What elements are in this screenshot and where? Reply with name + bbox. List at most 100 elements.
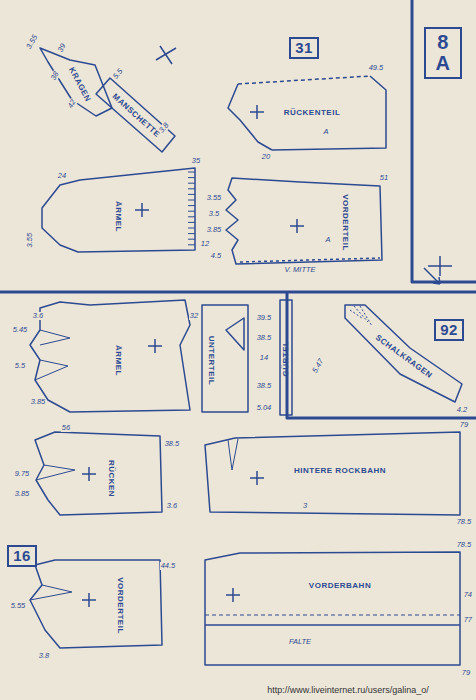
dimension-label: 5.55 xyxy=(10,602,27,610)
front-piece xyxy=(226,178,382,264)
dimension-label: 38.5 xyxy=(256,382,273,390)
pattern-piece-name: RÜCKENTEIL xyxy=(284,108,341,117)
watermark: http://www.liveinternet.ru/users/galina_… xyxy=(266,686,430,696)
dimension-label: 5.5 xyxy=(111,67,125,82)
hem-tick xyxy=(188,239,195,240)
frame-line xyxy=(0,291,476,294)
pattern-piece-name: VORDERBAHN xyxy=(309,581,371,590)
piece-label: MANSCHETTE xyxy=(110,91,161,138)
back-skirt-piece xyxy=(205,432,460,515)
dimension-label: 79 xyxy=(459,421,469,429)
sheet-number-box: 31 xyxy=(289,37,319,59)
dimension-label: 74 xyxy=(463,591,473,599)
dart-lines xyxy=(228,439,238,470)
collar-piece xyxy=(40,48,112,116)
piece-label: ÄRMEL xyxy=(113,201,122,232)
cross-mark xyxy=(428,256,452,276)
pattern-piece-name: ÄRMEL xyxy=(113,345,122,376)
dimension-label: 56 xyxy=(61,424,71,432)
dimension-label: A xyxy=(322,128,329,136)
dimension-label: 42 xyxy=(66,97,78,110)
belt-piece xyxy=(280,300,292,415)
dimension-label: 5.45 xyxy=(12,326,29,334)
front-bodice-piece xyxy=(30,560,162,648)
piece-label: ÄRMEL xyxy=(113,345,122,376)
front-piece xyxy=(240,258,380,262)
dimension-label: 51 xyxy=(379,174,389,182)
pattern-piece-name: UNTERTEIL xyxy=(207,335,216,384)
dimension-label: 12 xyxy=(200,240,210,248)
piece-label: VORDERTEIL xyxy=(341,194,350,251)
pattern-piece-name: ÄRMEL xyxy=(113,201,122,232)
hem-tick xyxy=(188,222,195,223)
hem-tick xyxy=(188,244,195,245)
piece-label: RÜCKEN xyxy=(107,459,116,496)
piece-label: HINTERE ROCKBAHN xyxy=(294,466,386,475)
dimension-label: 5.04 xyxy=(256,404,273,412)
hem-tick xyxy=(188,205,195,206)
dimension-label: 32 xyxy=(189,312,199,320)
dimension-label: 35 xyxy=(191,157,201,165)
dimension-label: V. MITTE xyxy=(283,266,316,274)
pattern-piece-name: VORDERTEIL xyxy=(341,194,350,251)
dimension-label: 4.5 xyxy=(210,252,222,260)
back-piece xyxy=(228,84,272,150)
pattern-piece-name: MANSCHETTE xyxy=(110,91,161,138)
piece-label: 8 A xyxy=(432,32,454,74)
piece-label: 92 xyxy=(440,322,458,338)
dimension-label: 5.5 xyxy=(14,362,26,370)
fold-line xyxy=(205,615,460,616)
pattern-line xyxy=(0,0,476,665)
dimension-label: 39 xyxy=(56,41,68,54)
hem-tick xyxy=(188,194,195,195)
dimension-label: 3.6 xyxy=(166,502,178,510)
dimension-label: 3.85 xyxy=(14,490,31,498)
dimension-label: 20 xyxy=(261,153,271,161)
piece-label: UNTERTEIL xyxy=(207,335,216,384)
cuff-piece xyxy=(96,78,175,152)
hem-tick xyxy=(188,183,195,184)
hem-tick xyxy=(188,177,195,178)
dimension-label: 39.5 xyxy=(256,314,273,322)
sleeve-piece xyxy=(42,168,195,252)
sheet-number-box: 92 xyxy=(434,319,464,341)
pattern-piece-name: VORDERTEIL xyxy=(116,577,125,634)
hem-tick xyxy=(188,188,195,189)
pattern-piece-name: HINTERE ROCKBAHN xyxy=(294,466,386,475)
dimension-label: 77 xyxy=(463,616,473,624)
sleeve-piece xyxy=(30,300,190,412)
back-piece xyxy=(272,76,386,150)
piece-label: 16 xyxy=(13,548,31,564)
gather-lines xyxy=(350,306,372,326)
dimension-label: 3.6 xyxy=(32,312,44,320)
pattern-piece-name: SCHALKRAGEN xyxy=(374,332,434,379)
dimension-label: 3.8 xyxy=(38,652,50,660)
dimension-label: A xyxy=(324,236,331,244)
frame-line xyxy=(412,0,476,282)
hem-tick xyxy=(188,172,195,173)
piece-label: VORDERTEIL xyxy=(116,577,125,634)
hem-tick xyxy=(188,211,195,212)
fold-line xyxy=(205,624,460,626)
frame-line xyxy=(287,292,476,418)
dimension-label: 78.5 xyxy=(456,541,473,549)
dimension-label: 49.5 xyxy=(368,64,385,72)
underpart-triangle xyxy=(226,318,244,350)
dimension-label: 3.85 xyxy=(30,398,47,406)
dart-lines xyxy=(36,465,75,480)
dimension-label: 24 xyxy=(57,172,67,180)
underpart-piece xyxy=(202,305,248,412)
dimension-label: 38.5 xyxy=(164,440,181,448)
pattern-piece-name: RÜCKEN xyxy=(107,459,116,496)
dimension-label: 44.5 xyxy=(160,562,177,570)
hem-tick xyxy=(188,216,195,217)
cross-mark xyxy=(156,46,176,64)
back-bodice-piece xyxy=(35,432,162,515)
dimension-label: 3.55 xyxy=(206,194,223,202)
hem-tick xyxy=(188,233,195,234)
back-piece xyxy=(238,76,370,84)
sheet-number-box: 8 A xyxy=(424,27,462,79)
grain-cross xyxy=(82,105,304,607)
piece-label: GÜRTEL xyxy=(281,340,290,376)
